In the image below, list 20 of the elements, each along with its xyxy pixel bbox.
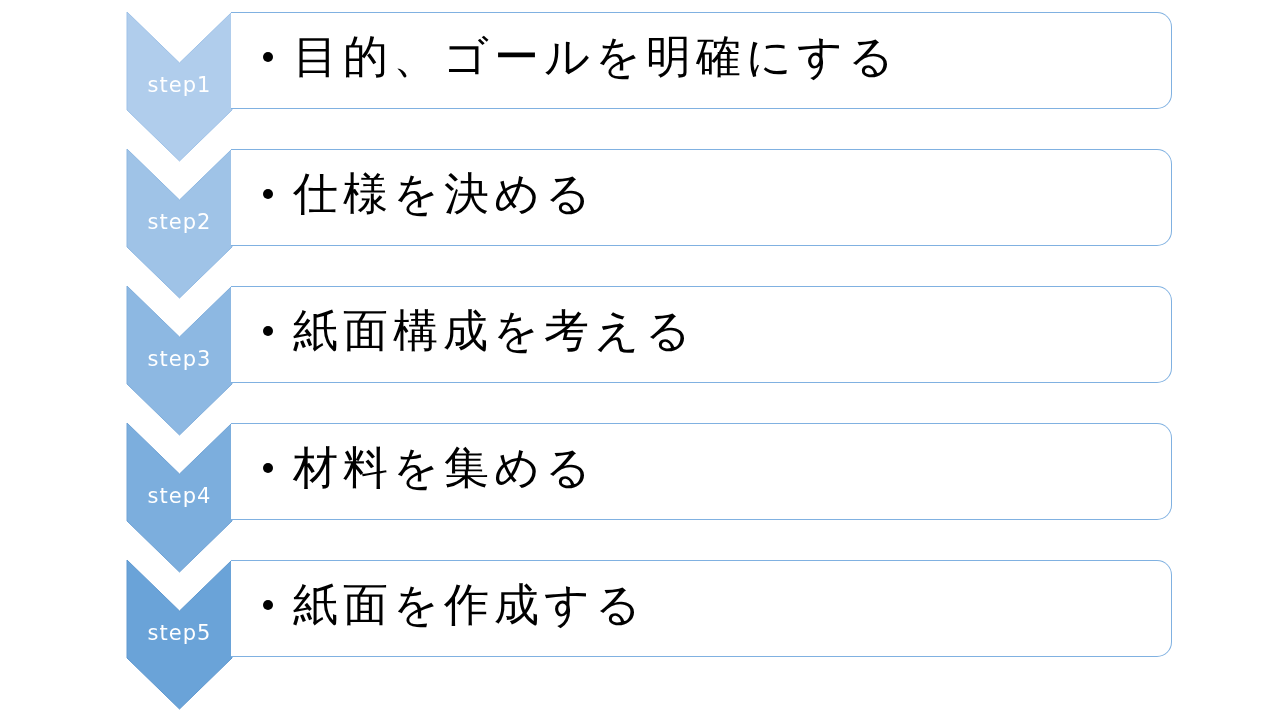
- step-marker: [127, 149, 232, 298]
- step-label: step1: [146, 72, 213, 98]
- step-label: step2: [146, 209, 213, 235]
- step-text: 目的、ゴールを明確にする: [293, 29, 899, 84]
- step-marker: [127, 12, 232, 161]
- step-box: [231, 12, 1172, 109]
- step-box: [231, 149, 1172, 246]
- step-text: 仕様を決める: [293, 166, 596, 221]
- step-marker: [127, 423, 232, 572]
- step-marker: [127, 286, 232, 435]
- step-label: step3: [146, 346, 213, 372]
- step-text: 紙面構成を考える: [293, 303, 696, 358]
- step-marker: [127, 560, 232, 709]
- step-box: [231, 423, 1172, 520]
- step-box: [231, 560, 1172, 657]
- step-text: 紙面を作成する: [293, 577, 646, 632]
- step-label: step4: [146, 483, 213, 509]
- step-box: [231, 286, 1172, 383]
- step-label: step5: [146, 620, 213, 646]
- step-text: 材料を集める: [293, 440, 596, 495]
